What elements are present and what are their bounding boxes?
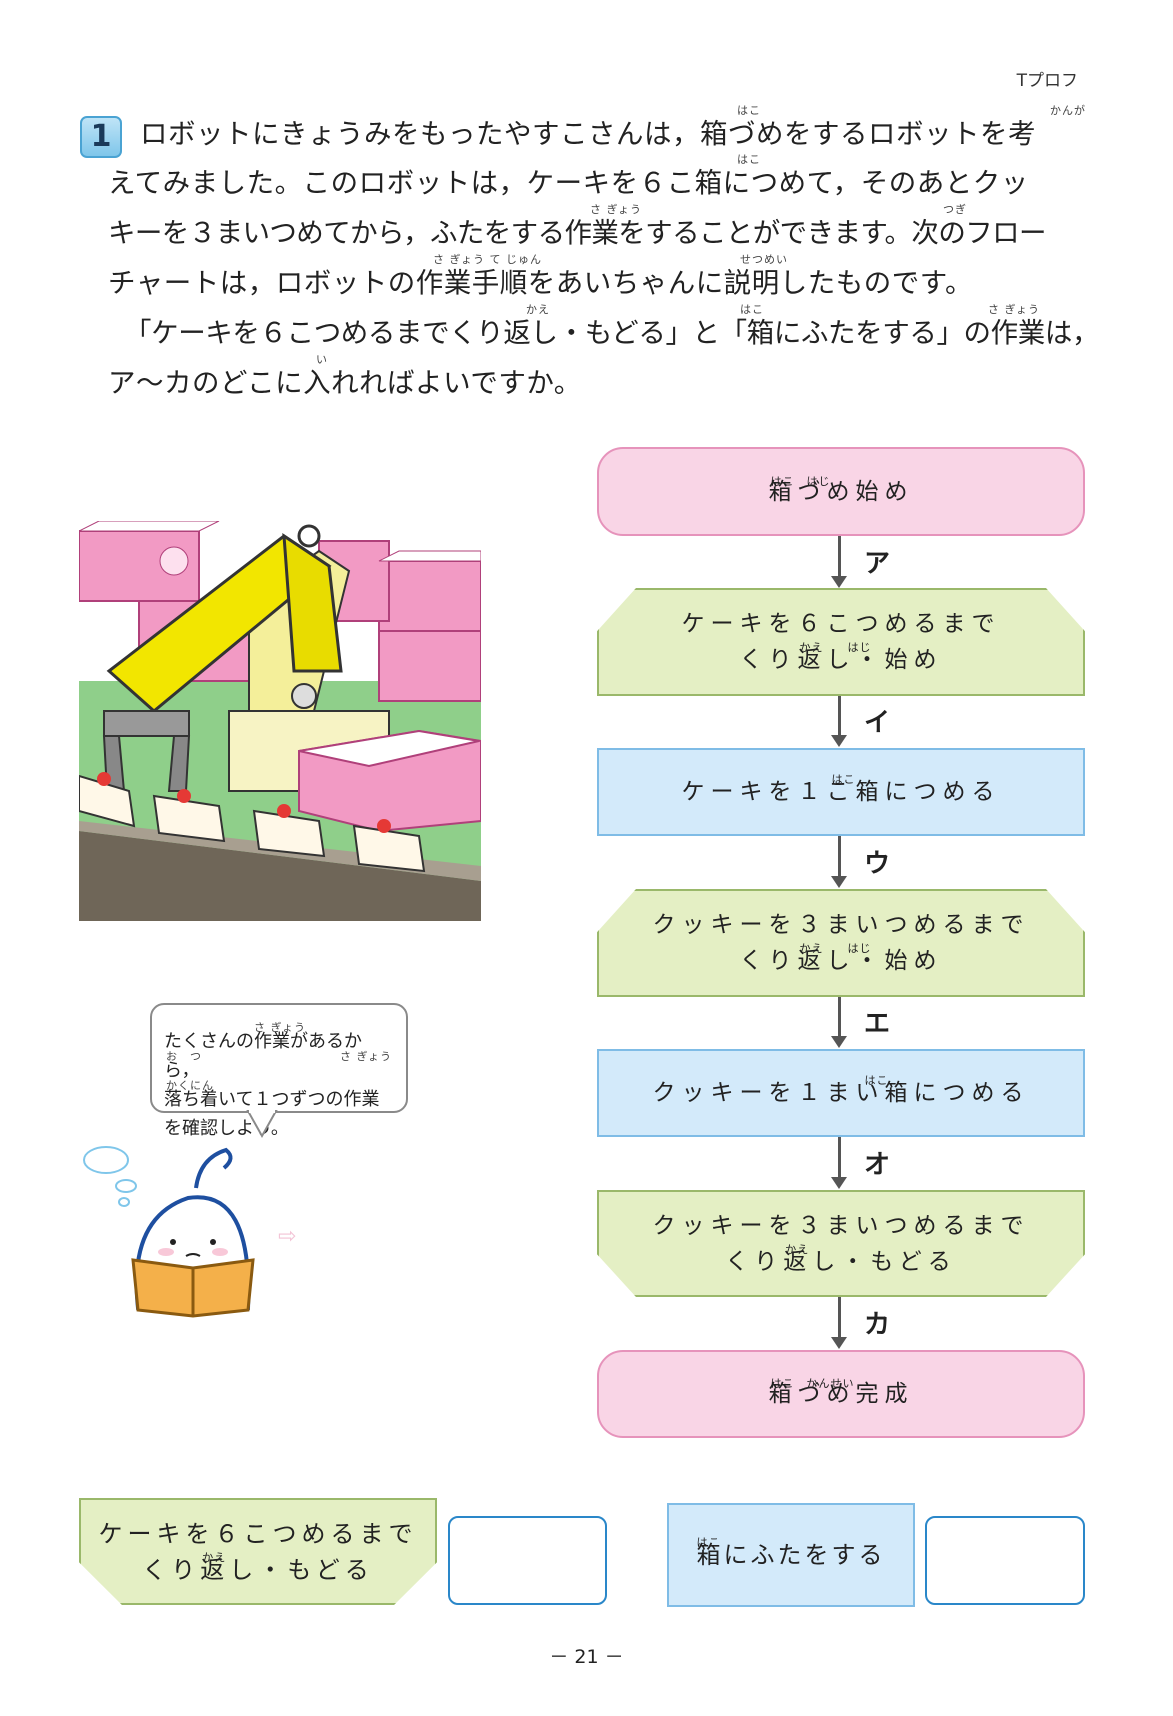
answer-card-cake-line1: ケーキを６こつめるまで [98, 1519, 418, 1548]
ruby: さ ぎょう [340, 1050, 392, 1063]
flow-proc-cookie: はこ クッキーを１まい箱につめる [597, 1049, 1085, 1137]
answer-card-lid[interactable]: はこ 箱にふたをする [667, 1503, 915, 1607]
flow-arrowhead [831, 1337, 847, 1349]
ruby: かえ [202, 1550, 227, 1564]
flow-arrow [838, 1137, 841, 1180]
hint-bubble: さ ぎょう たくさんの作業があるから， お つ さ ぎょう 落ち着いて１つずつの… [150, 1003, 408, 1139]
question-line-5: 「ケーキを６こつめるまでくり返し・もどる」と「箱にふたをする」の作業は， [124, 317, 1100, 349]
flow-arrow [838, 536, 841, 580]
flow-loop1-start: ケーキを６こつめるまで かえ はじ くり返し・始め [597, 588, 1085, 696]
flow-loop2-end-line1: クッキーを３まいつめるまで [652, 1212, 1030, 1239]
flow-end: はこ かんせい 箱づめ完成 [597, 1350, 1085, 1438]
answer-card-lid-text: 箱にふたをする [696, 1541, 886, 1569]
flow-arrow [838, 1297, 841, 1340]
ruby: せつめい [740, 253, 788, 266]
ruby: かえ [526, 303, 550, 316]
answer-card-cake-loop-end[interactable]: ケーキを６こつめるまで かえ くり返し・もどる [79, 1498, 437, 1605]
ruby: かえ はじ [799, 942, 872, 955]
flow-start-text: 箱づめ始め [768, 478, 914, 505]
label-e: エ [864, 1009, 891, 1039]
mascot-character: ⇨ [83, 1146, 296, 1318]
ruby: さ ぎょう [590, 203, 642, 216]
label-i: イ [864, 708, 891, 738]
flow-proc-cake: はこ ケーキを１こ箱につめる [597, 748, 1085, 836]
flow-end-text: 箱づめ完成 [768, 1381, 914, 1407]
label-u: ウ [864, 849, 891, 879]
ruby: お つ [166, 1050, 202, 1063]
svg-text:⇨: ⇨ [278, 1224, 296, 1249]
flow-proc-cookie-text: クッキーを１まい箱につめる [652, 1080, 1030, 1106]
flow-loop2-end-line2: くり返し・もどる [725, 1248, 957, 1275]
ruby: かえ はじ [799, 641, 872, 654]
question-line-3: キーを３まいつめてから，ふたをする作業をすることができます。次のフロー [108, 217, 1047, 249]
flow-arrow [838, 997, 841, 1039]
question-line-2: えてみました。このロボットは，ケーキを６こ箱につめて，そのあとクッ [108, 167, 1029, 199]
ruby: い [316, 353, 328, 366]
answer-box-2[interactable] [925, 1516, 1085, 1605]
question-number: 1 [80, 116, 122, 158]
flow-loop2-start-line1: クッキーを３まいつめるまで [652, 912, 1030, 938]
ruby: はこ かんせい [770, 1377, 855, 1390]
flow-loop2-end: クッキーを３まいつめるまで かえ くり返し・もどる [597, 1190, 1085, 1297]
ruby: さ ぎょう [254, 1021, 306, 1034]
robot-illustration [79, 521, 481, 921]
hint-line-1: たくさんの作業があるから， [164, 1031, 362, 1081]
ruby: さ ぎょう て じゅん [433, 253, 542, 266]
ruby: さ ぎょう [988, 303, 1040, 316]
hint-line-2: 落ち着いて１つずつの作業 [164, 1089, 380, 1110]
ruby: はこ [737, 104, 761, 117]
flow-arrowhead [831, 1177, 847, 1189]
flow-arrowhead [831, 735, 847, 747]
page-code: Tプロフ [1016, 71, 1078, 91]
ruby: はこ [864, 1074, 889, 1087]
flow-arrow [838, 836, 841, 880]
flow-arrow [838, 696, 841, 738]
label-a: ア [864, 549, 891, 579]
ruby: つぎ [943, 203, 967, 216]
flow-arrowhead [831, 1036, 847, 1048]
page-number: － 21 － [549, 1646, 624, 1668]
question-line-1: ロボットにきょうみをもったやすこさんは，箱づめをするロボットを考 [140, 118, 1036, 150]
label-ka: カ [864, 1310, 891, 1340]
ruby: かんが [1050, 104, 1086, 117]
ruby: はこ [737, 153, 761, 166]
flow-start: はこ はじ 箱づめ始め [597, 447, 1085, 536]
ruby: かくにん [166, 1079, 214, 1092]
ruby: はこ はじ [770, 474, 831, 488]
flow-loop2-start: クッキーを３まいつめるまで かえ はじ くり返し・始め [597, 889, 1085, 997]
question-line-4: チャートは，ロボットの作業手順をあいちゃんに説明したものです。 [108, 267, 973, 299]
ruby: はこ [696, 1536, 721, 1549]
ruby: かえ [785, 1242, 810, 1256]
question-line-6: ア～カのどこに入れればよいですか。 [108, 367, 582, 399]
flow-loop1-start-line1: ケーキを６こつめるまで [681, 611, 1001, 637]
flow-arrowhead [831, 576, 847, 588]
flow-loop2-start-line2: くり返し・始め [739, 948, 943, 974]
flow-proc-cake-text: ケーキを１こ箱につめる [681, 779, 1001, 805]
bubble-tail [246, 1110, 278, 1139]
answer-card-cake-line2: くり返し・もどる [142, 1555, 374, 1584]
answer-box-1[interactable] [448, 1516, 607, 1605]
flow-loop1-start-line2: くり返し・始め [739, 647, 943, 673]
ruby: はこ [740, 303, 764, 316]
flow-arrowhead [831, 876, 847, 888]
label-o: オ [864, 1150, 891, 1180]
ruby: はこ [831, 773, 856, 786]
